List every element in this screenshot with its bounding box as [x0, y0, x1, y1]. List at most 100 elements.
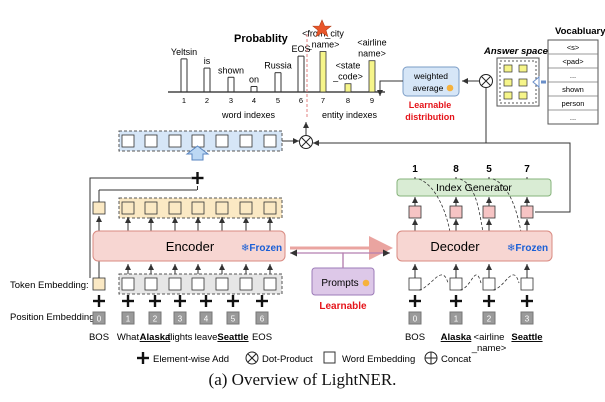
position-cell: [226, 311, 240, 325]
figure-caption: (a) Overview of LightNER.: [208, 370, 397, 389]
legend-word-embedding: Word Embedding: [342, 354, 415, 365]
encoder-output-cell: [191, 134, 205, 148]
vocab-item: shown: [562, 85, 584, 94]
decoder-dashed-link: [418, 178, 451, 233]
token-embedding-bos: [92, 277, 106, 291]
word-index: 3: [229, 96, 233, 105]
position-embedding-label: Position Embedding:: [10, 312, 97, 323]
plus-icon: [174, 295, 186, 307]
entity-index: 9: [370, 96, 374, 105]
star-icon: [312, 19, 332, 38]
answer-slot: [503, 78, 513, 87]
decoder-hidden-cell: [449, 205, 463, 219]
entity-axis-label: entity indexes: [322, 110, 378, 120]
position-cell: [408, 311, 422, 325]
word-index: 5: [276, 96, 280, 105]
entity-bar-9: [368, 60, 376, 93]
encoder-token-cell: [144, 277, 158, 291]
answer-space-label: Answer space: [483, 46, 549, 57]
position-index: 4: [204, 315, 209, 324]
decoder-hidden-cell: [408, 205, 422, 219]
decoder-output-index: 7: [524, 164, 530, 175]
encoder-token-cell: [239, 277, 253, 291]
plus-icon: [483, 295, 495, 307]
encoder-prompt-cell: [239, 201, 253, 215]
legend-element-wise-add: Element-wise Add: [153, 354, 229, 365]
entity-index: 8: [346, 96, 350, 105]
encoder-output-cell: [168, 134, 182, 148]
vocabulary-title: Vocabluary: [555, 26, 605, 37]
encoder-token: Alaska: [140, 332, 171, 343]
position-cell: [148, 311, 162, 325]
concat-legend-icon: [424, 351, 438, 365]
position-cell: [121, 311, 135, 325]
decoder-label: Decoder: [430, 239, 480, 254]
position-cell: [92, 311, 106, 325]
prompts-label: Prompts: [321, 278, 358, 289]
position-index: 3: [525, 315, 530, 324]
word-label: Yeltsin: [171, 47, 197, 57]
index-generator-box: [396, 178, 552, 197]
encoder-output-cell: [239, 134, 253, 148]
plus-icon: [521, 295, 533, 307]
encoder-prompt-cell: [191, 201, 205, 215]
decoder-token-cell: [449, 277, 463, 291]
encoder-token-cell: [263, 277, 277, 291]
answer-slot: [503, 91, 513, 100]
position-index: 1: [454, 315, 459, 324]
answer-slot: [518, 64, 528, 73]
word-index: 4: [252, 96, 256, 105]
legend-concat: Concat: [441, 354, 471, 365]
word-label: shown: [218, 65, 244, 75]
encoder-token: BOS: [89, 332, 109, 343]
learnable-distribution-label-1: Learnable: [409, 100, 452, 110]
weighted-average-label-1: weighted: [413, 71, 448, 81]
word-label: EOS: [291, 44, 310, 54]
entity-bars: <from_city_name>7<state_code>8<airlinena…: [302, 29, 387, 105]
entity-label: <airline: [357, 38, 386, 48]
decoder-output-index: 5: [486, 164, 492, 175]
answer-slot: [518, 78, 528, 87]
answer-slot: [518, 91, 528, 100]
plus-icon: [149, 295, 161, 307]
entity-bar-8: [344, 83, 352, 93]
fire-icon: [446, 84, 454, 92]
decoder-token-line2: _name>: [471, 343, 507, 354]
plus-icon: [450, 295, 462, 307]
decoder-input-dashed-link: [418, 274, 449, 291]
dot-product-top-icon: [299, 135, 313, 149]
decoder-token-cell: [408, 277, 422, 291]
plus-icon: [227, 295, 239, 307]
vocab-item: <pad>: [562, 57, 584, 66]
decoder-hidden-cell: [482, 205, 496, 219]
word-index: 2: [205, 96, 209, 105]
encoder-token: leave: [195, 332, 218, 343]
decoder-token-cell: [520, 277, 534, 291]
encoder-token: flights: [168, 332, 193, 343]
encoder-token-cell: [121, 277, 135, 291]
dot-product-answer-icon: [479, 74, 493, 88]
position-index: 0: [97, 315, 102, 324]
probability-title: Probablity: [234, 33, 289, 45]
encoder-prompt-cells: [121, 201, 277, 215]
plus-icon: [93, 295, 105, 307]
legend-dot-product: Dot-Product: [262, 354, 313, 365]
decoder-block: [396, 230, 553, 262]
entity-label: _code>: [332, 72, 363, 82]
prompt-to-decoder-arrow: [342, 249, 390, 268]
decoder-dashed-link: [459, 178, 484, 233]
word-label: on: [249, 74, 259, 84]
decoder-hidden-cells: [408, 178, 534, 233]
word-index: 6: [299, 96, 303, 105]
answer-slot: [503, 64, 513, 73]
token-embedding-label: Token Embedding:: [10, 280, 89, 291]
position-index: 2: [153, 315, 158, 324]
legend: Element-wise Add Dot-Product Word Embedd…: [137, 351, 471, 365]
fire-icon: [362, 279, 370, 287]
vocab-item: <s>: [567, 43, 580, 52]
encoder-prompt-cell: [144, 201, 158, 215]
encoder-prompt-cell: [215, 201, 229, 215]
